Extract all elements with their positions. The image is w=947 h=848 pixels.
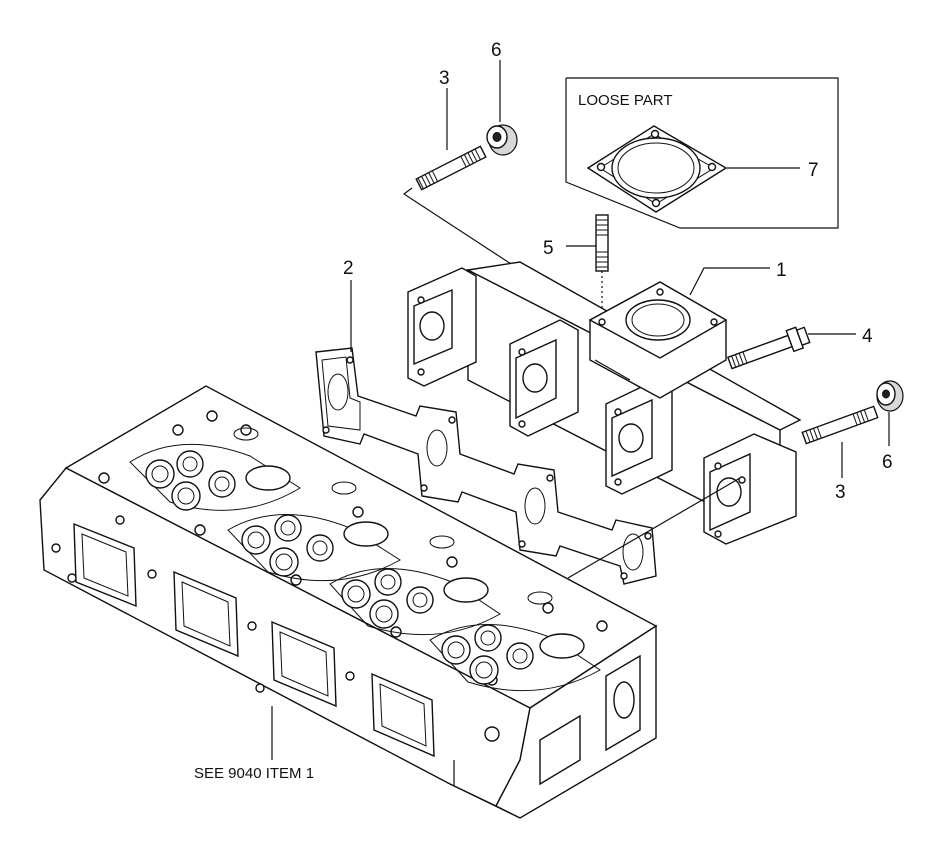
loose-part-box: LOOSE PART 7 bbox=[565, 77, 839, 229]
callout-3-upper: 3 bbox=[439, 68, 450, 89]
callout-5: 5 bbox=[543, 238, 554, 259]
nut-6-lower bbox=[876, 380, 904, 412]
deck-holes bbox=[98, 410, 608, 742]
bolt-4 bbox=[726, 326, 811, 370]
stud-3-lower bbox=[801, 405, 879, 445]
intake-ports bbox=[73, 522, 435, 758]
callout-4: 4 bbox=[862, 326, 873, 347]
callout-6-upper: 6 bbox=[491, 40, 502, 61]
callout-6-lower: 6 bbox=[882, 452, 893, 473]
callout-3-lower: 3 bbox=[835, 482, 846, 503]
valve-chambers bbox=[129, 443, 601, 692]
manifold-gasket-2 bbox=[315, 347, 657, 585]
loose-part-title: LOOSE PART bbox=[578, 92, 672, 109]
exhaust-manifold-1 bbox=[407, 261, 802, 545]
callout-2: 2 bbox=[343, 258, 354, 279]
callout-1: 1 bbox=[776, 260, 787, 281]
callout-7: 7 bbox=[808, 160, 819, 181]
nut-6-upper bbox=[486, 124, 518, 156]
cylinder-head bbox=[39, 385, 658, 819]
stud-3-upper bbox=[415, 145, 487, 191]
stud-5 bbox=[595, 214, 609, 272]
reference-note: SEE 9040 ITEM 1 bbox=[194, 765, 314, 782]
rocker-pads bbox=[233, 427, 585, 659]
flange-gasket-7 bbox=[586, 125, 728, 213]
